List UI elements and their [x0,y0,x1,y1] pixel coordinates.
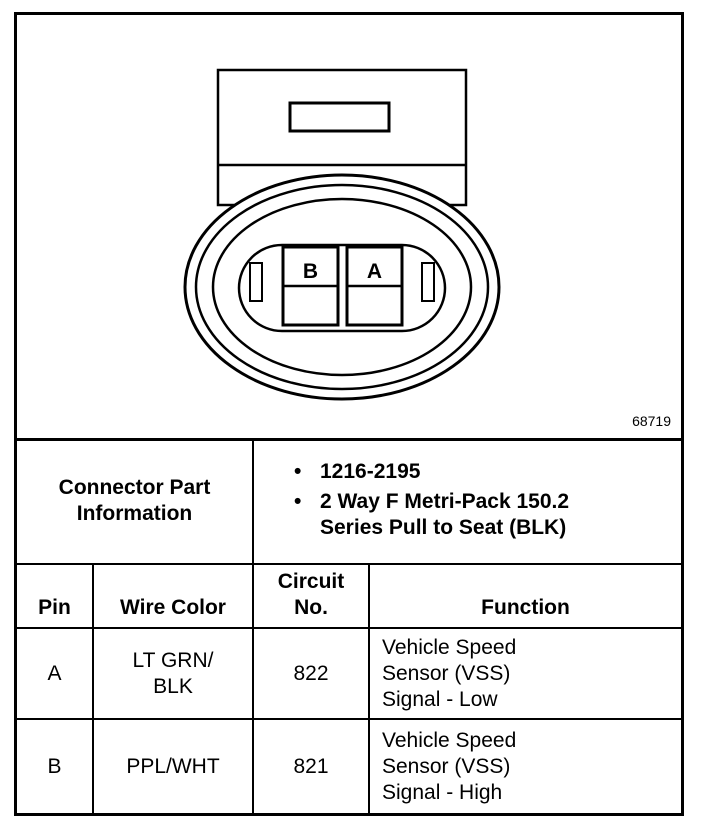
function-cell: Vehicle Speed Sensor (VSS) Signal - Low [368,627,681,720]
part-info-label: Connector Part Information [17,438,254,565]
connector-drawing: B A [183,68,501,401]
header-row: Pin Wire Color Circuit No. Function [17,563,681,629]
header-circuit: Circuit No. [252,563,370,629]
table-row: A LT GRN/ BLK 822 Vehicle Speed Sensor (… [17,627,681,720]
header-function: Function [368,563,681,629]
latch-slot [288,101,391,133]
table-row: B PPL/WHT 821 Vehicle Speed Sensor (VSS)… [17,718,681,813]
part-description: 2 Way F Metri-Pack 150.2 Series Pull to … [294,489,570,541]
circuit-cell: 822 [252,627,370,720]
cavity [237,243,447,333]
function-cell: Vehicle Speed Sensor (VSS) Signal - High [368,718,681,813]
right-key [421,262,435,302]
part-info-details: 1216-2195 2 Way F Metri-Pack 150.2 Serie… [252,438,681,565]
inner-oval [211,197,473,377]
wire-color-cell: LT GRN/ BLK [92,627,254,720]
pin-cell: A [17,627,94,720]
pin-b-label: B [303,260,318,283]
left-key [249,262,263,302]
pinout-table: Connector Part Information 1216-2195 2 W… [17,438,681,813]
header-wire-color: Wire Color [92,563,254,629]
pin-cell: B [17,718,94,813]
header-pin: Pin [17,563,94,629]
pin-a-label: A [367,260,382,283]
connector-sheet: B A 68719 Connector Part Information 121… [14,12,684,816]
part-number: 1216-2195 [294,459,681,485]
part-info-row: Connector Part Information 1216-2195 2 W… [17,438,681,565]
connector-diagram: B A 68719 [17,15,681,441]
wire-color-cell: PPL/WHT [92,718,254,813]
middle-oval [194,183,490,391]
figure-id: 68719 [632,413,671,429]
circuit-cell: 821 [252,718,370,813]
